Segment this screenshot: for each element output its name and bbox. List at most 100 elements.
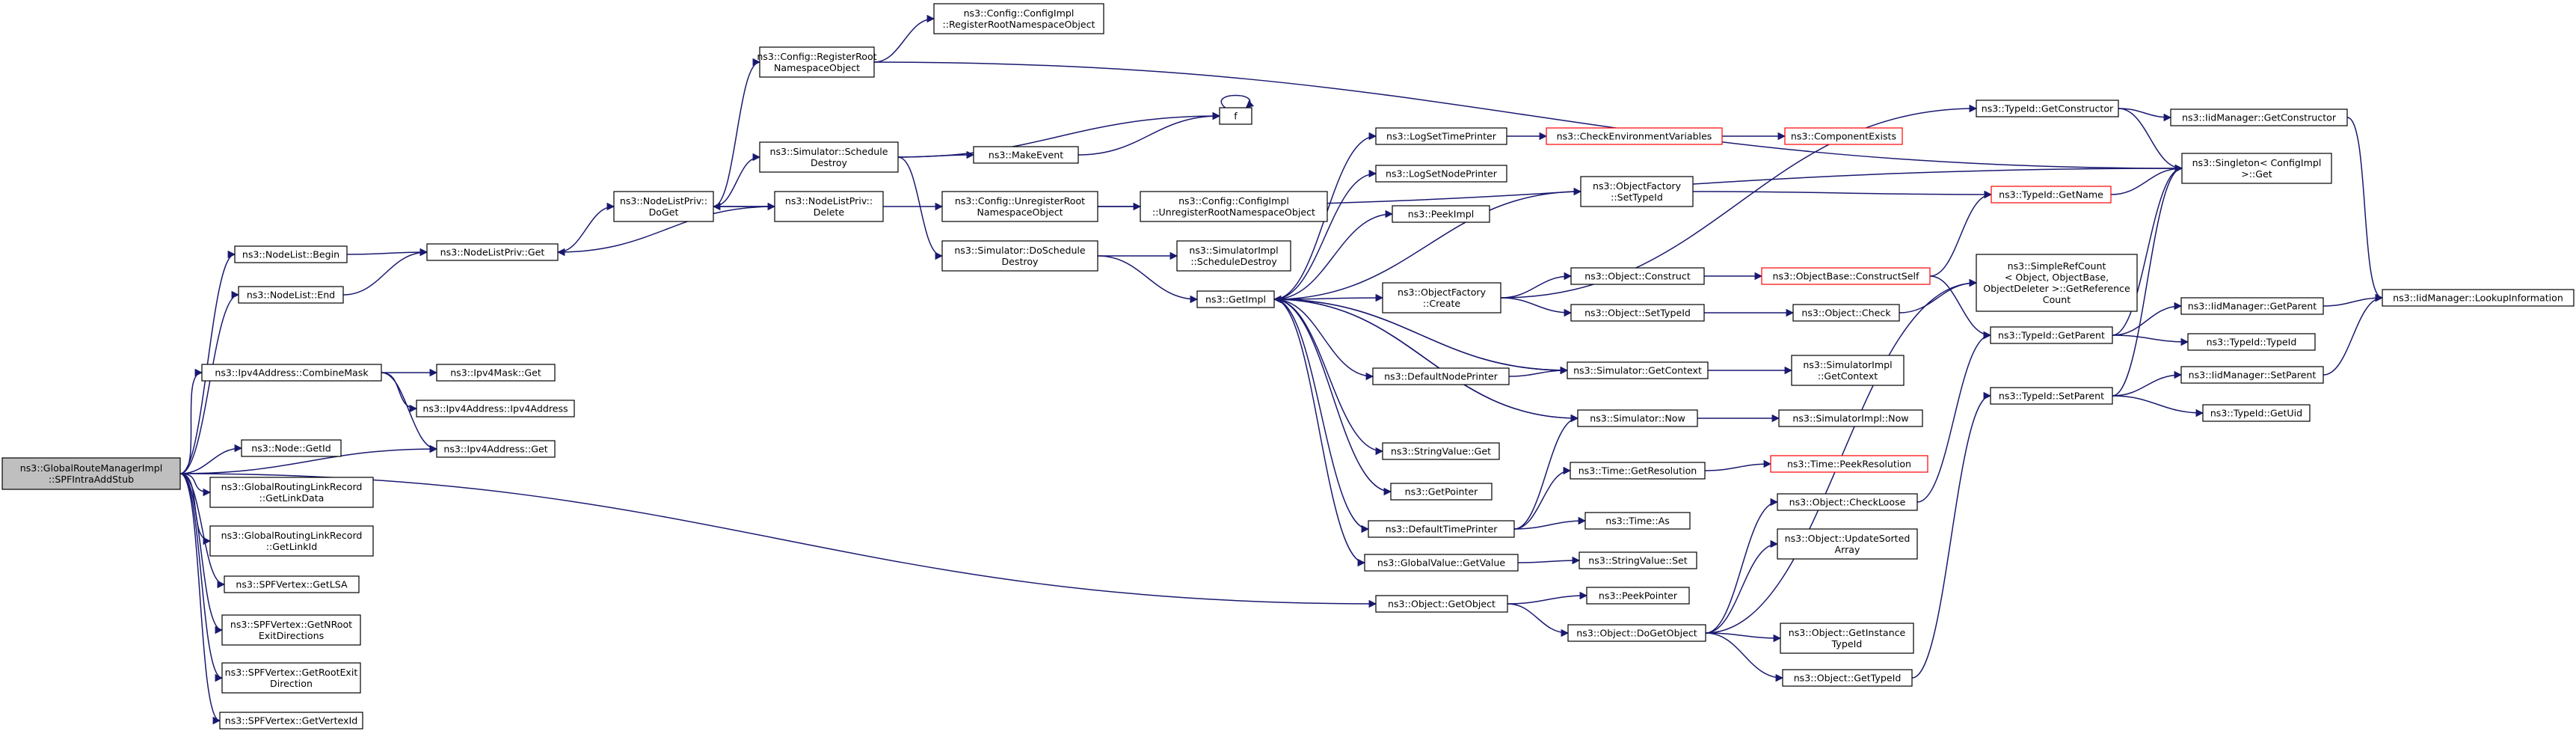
edge-path xyxy=(2112,334,2189,346)
edge-tidgetctor-to-singletonget xyxy=(2118,108,2183,173)
node-objfactsettid[interactable]: ns3::ObjectFactory::SetTypeId xyxy=(1580,176,1694,207)
node-stringset[interactable]: ns3::StringValue::Set xyxy=(1579,551,1697,569)
node-objdogetobject[interactable]: ns3::Object::DoGetObject xyxy=(1567,624,1706,642)
node-logsetnode[interactable]: ns3::LogSetNodePrinter xyxy=(1375,165,1507,183)
node-nlprivdoget[interactable]: ns3::NodeListPriv::DoGet xyxy=(613,191,714,222)
node-label-line: ns3::Config::ConfigImpl xyxy=(964,7,1075,19)
node-deftimeprinter[interactable]: ns3::DefaultTimePrinter xyxy=(1368,520,1515,538)
node-simschdestroy[interactable]: ns3::Simulator::ScheduleDestroy xyxy=(759,141,899,173)
edge-path xyxy=(179,473,224,634)
node-simgetcontext[interactable]: ns3::Simulator::GetContext xyxy=(1567,361,1709,379)
node-checkenv[interactable]: ns3::CheckEnvironmentVariables xyxy=(1546,127,1723,145)
node-spfgetlsa[interactable]: ns3::SPFVertex::GetLSA xyxy=(224,575,360,593)
edge-combmask-to-ipv4addr xyxy=(381,372,418,413)
node-stringget[interactable]: ns3::StringValue::Get xyxy=(1382,442,1500,460)
node-label-line: ns3::Node::GetId xyxy=(251,443,331,454)
node-glrlinkid[interactable]: ns3::GlobalRoutingLinkRecord::GetLinkId xyxy=(209,525,374,557)
node-makeevent[interactable]: ns3::MakeEvent xyxy=(973,146,1079,164)
node-iidlookup[interactable]: ns3::IidManager::LookupInformation xyxy=(2382,289,2575,307)
node-timegetres[interactable]: ns3::Time::GetResolution xyxy=(1570,462,1706,480)
node-tidgetuid[interactable]: ns3::TypeId::GetUid xyxy=(2202,404,2311,422)
node-label-line: ns3::MakeEvent xyxy=(989,150,1063,161)
node-label-line: ns3::PeekPointer xyxy=(1599,590,1678,602)
node-getimpl[interactable]: ns3::GetImpl xyxy=(1196,290,1275,308)
node-peekimpl[interactable]: ns3::PeekImpl xyxy=(1392,205,1490,223)
node-simimplnow[interactable]: ns3::SimulatorImpl::Now xyxy=(1778,409,1923,427)
node-objgetobject[interactable]: ns3::Object::GetObject xyxy=(1375,595,1508,613)
node-iidgetctor[interactable]: ns3::IidManager::GetConstructor xyxy=(2170,108,2348,126)
node-peekpointer[interactable]: ns3::PeekPointer xyxy=(1586,587,1690,605)
node-defnodeprinter[interactable]: ns3::DefaultNodePrinter xyxy=(1372,367,1510,385)
node-simplerefcount[interactable]: ns3::SimpleRefCount< Object, ObjectBase,… xyxy=(1976,254,2138,312)
node-cfgunreg[interactable]: ns3::Config::UnregisterRootNamespaceObje… xyxy=(941,191,1098,222)
node-nodegetid[interactable]: ns3::Node::GetId xyxy=(241,439,342,457)
node-iidsetparent[interactable]: ns3::IidManager::SetParent xyxy=(2180,366,2324,384)
edge-path xyxy=(1517,556,1581,565)
node-ipv4addr[interactable]: ns3::Ipv4Address::Ipv4Address xyxy=(416,400,575,418)
node-iidgetparent[interactable]: ns3::IidManager::GetParent xyxy=(2180,297,2324,315)
node-objgettid[interactable]: ns3::Object::GetTypeId xyxy=(1782,669,1913,687)
node-ipv4get[interactable]: ns3::Ipv4Address::Get xyxy=(436,440,556,458)
node-tidgetname[interactable]: ns3::TypeId::GetName xyxy=(1991,186,2112,204)
node-box xyxy=(941,240,1098,272)
node-tidsetparent[interactable]: ns3::TypeId::SetParent xyxy=(1990,387,2113,405)
node-simimplschdestroy[interactable]: ns3::SimulatorImpl::ScheduleDestroy xyxy=(1176,240,1291,272)
node-tidgetctor[interactable]: ns3::TypeId::GetConstructor xyxy=(1976,100,2119,117)
node-singletonget[interactable]: ns3::Singleton< ConfigImpl >::Get xyxy=(2181,153,2332,184)
node-label-line: ns3::IidManager::SetParent xyxy=(2189,370,2317,381)
node-getpointer[interactable]: ns3::GetPointer xyxy=(1390,483,1493,501)
node-objcheck[interactable]: ns3::Object::Check xyxy=(1792,304,1900,322)
edge-root-to-objgetobject xyxy=(179,473,1377,608)
node-label-line: ns3::Simulator::Now xyxy=(1590,413,1685,424)
node-tidgetparent[interactable]: ns3::TypeId::GetParent xyxy=(1990,326,2113,344)
node-objbaseconstruct[interactable]: ns3::ObjectBase::ConstructSelf xyxy=(1761,267,1931,285)
node-box xyxy=(1976,254,2138,312)
node-f[interactable]: f xyxy=(1219,107,1252,125)
node-box xyxy=(234,245,348,263)
node-box xyxy=(1990,387,2113,405)
node-spfvertexid[interactable]: ns3::SPFVertex::GetVertexId xyxy=(219,712,363,730)
edge-makeevent-to-f xyxy=(1078,111,1221,156)
node-logsettime[interactable]: ns3::LogSetTimePrinter xyxy=(1375,127,1507,145)
node-timepeekres[interactable]: ns3::Time::PeekResolution xyxy=(1770,455,1928,473)
node-label-line: ns3::Object::GetTypeId xyxy=(1794,673,1902,684)
edge-objcheckloose-to-tidgetparent xyxy=(1916,331,1992,503)
node-objcheckloose[interactable]: ns3::Object::CheckLoose xyxy=(1777,493,1918,511)
node-cfgimplunreg[interactable]: ns3::Config::ConfigImpl::UnregisterRootN… xyxy=(1140,191,1328,222)
node-nlbegin[interactable]: ns3::NodeList::Begin xyxy=(234,245,348,263)
node-objconstruct[interactable]: ns3::Object::Construct xyxy=(1570,267,1705,285)
edge-path xyxy=(1273,295,1568,371)
node-cfgregroot[interactable]: ns3::Config::RegisterRootNamespaceObject xyxy=(757,46,877,78)
node-objsettid[interactable]: ns3::Object::SetTypeId xyxy=(1570,304,1705,322)
edge-iidgetctor-to-iidlookup xyxy=(2346,117,2384,302)
node-box xyxy=(1782,669,1913,687)
node-nlprivdelete[interactable]: ns3::NodeListPriv::Delete xyxy=(774,191,884,222)
node-box xyxy=(2180,297,2324,315)
node-tidtypeid[interactable]: ns3::TypeId::TypeId xyxy=(2187,333,2316,351)
edge-root-to-spfnroot xyxy=(179,473,224,634)
node-objfactcreate[interactable]: ns3::ObjectFactory::Create xyxy=(1382,282,1501,314)
edge-path xyxy=(1507,603,1570,637)
edge-path xyxy=(1508,366,1569,377)
node-timeas[interactable]: ns3::Time::As xyxy=(1584,512,1691,530)
node-label-line: ns3::TypeId::SetParent xyxy=(1999,391,2104,402)
edge-root-to-spfvertexid xyxy=(179,473,221,725)
edge-path xyxy=(381,372,418,413)
node-nlprivget[interactable]: ns3::NodeListPriv::Get xyxy=(426,243,559,261)
node-nlend[interactable]: ns3::NodeList::End xyxy=(238,286,344,304)
node-glrlinkdata[interactable]: ns3::GlobalRoutingLinkRecord::GetLinkDat… xyxy=(209,477,374,508)
node-combmask[interactable]: ns3::Ipv4Address::CombineMask xyxy=(201,364,382,382)
node-simnow[interactable]: ns3::Simulator::Now xyxy=(1577,409,1698,427)
node-simimplgetcontext[interactable]: ns3::SimulatorImpl::GetContext xyxy=(1791,355,1905,386)
node-compexists[interactable]: ns3::ComponentExists xyxy=(1784,127,1903,145)
node-label-line: ns3::Object::SetTypeId xyxy=(1584,308,1691,319)
node-maskget[interactable]: ns3::Ipv4Mask::Get xyxy=(436,364,556,382)
node-cfgimplreg[interactable]: ns3::Config::ConfigImpl::RegisterRootNam… xyxy=(933,3,1104,34)
node-box xyxy=(436,440,556,458)
node-globalvalget[interactable]: ns3::GlobalValue::GetValue xyxy=(1364,554,1519,572)
